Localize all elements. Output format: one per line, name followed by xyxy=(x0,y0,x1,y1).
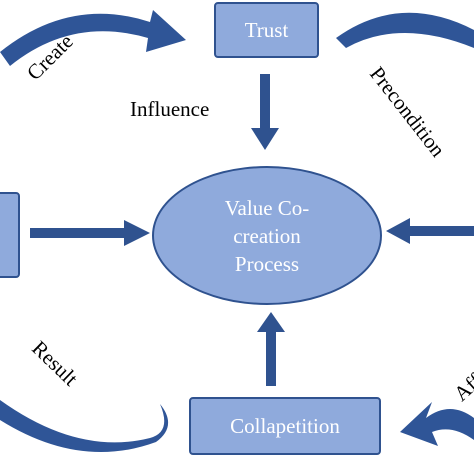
process-label-line-1: Value Co- xyxy=(224,195,310,220)
influence-label: Influence xyxy=(130,97,210,121)
trust-node: Trust xyxy=(214,2,319,58)
process-label-line-3: Process xyxy=(234,251,300,276)
arrow-collapetition-to-process xyxy=(257,312,285,386)
left-node xyxy=(0,192,20,278)
arrow-trust-to-process xyxy=(251,74,279,150)
collapetition-node-label: Collapetition xyxy=(230,413,340,438)
curved-arrow-create xyxy=(0,10,186,66)
curved-arrow-affect xyxy=(400,402,474,446)
curved-arrow-precondition xyxy=(336,12,474,48)
process-node-label: Value Co- creation Process xyxy=(192,194,342,278)
curved-arrow-result xyxy=(0,400,169,453)
process-label-line-2: creation xyxy=(233,223,301,248)
collapetition-node: Collapetition xyxy=(189,397,381,455)
arrow-right-to-process xyxy=(386,218,474,244)
trust-node-label: Trust xyxy=(244,17,289,42)
arrow-left-to-process xyxy=(30,220,150,246)
value-cocreation-process-node: Value Co- creation Process xyxy=(152,166,382,305)
